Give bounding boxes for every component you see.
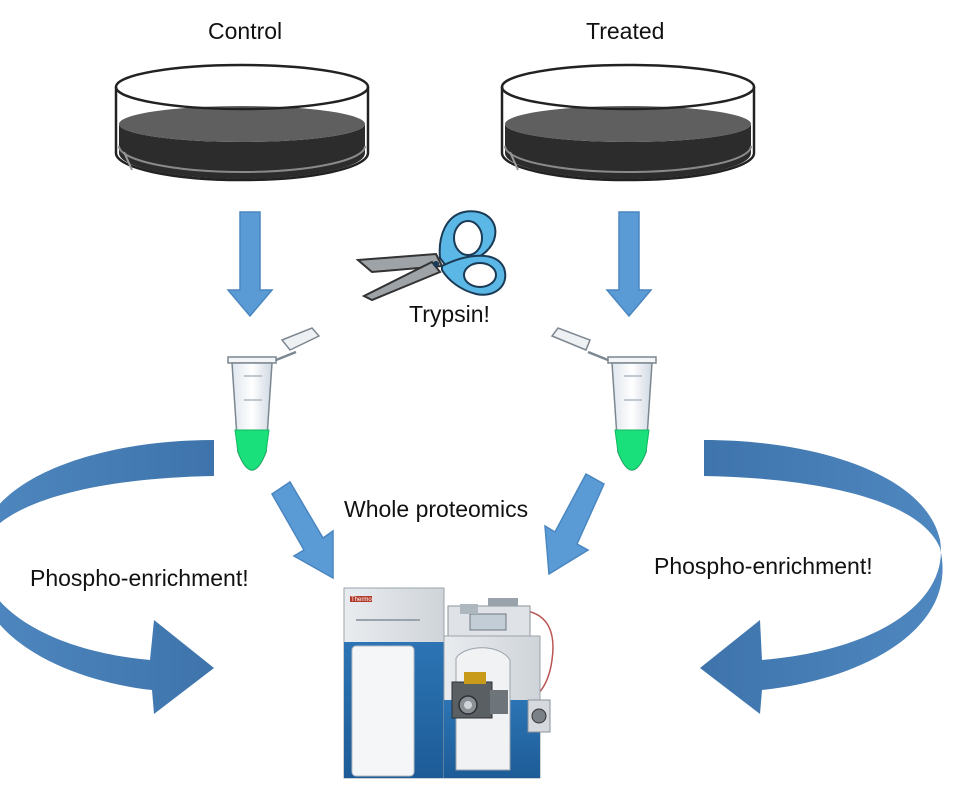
mass-spectrometer-icon: Thermo <box>343 587 554 779</box>
down-arrow-right <box>605 211 653 318</box>
whole-proteomics-label: Whole proteomics <box>344 496 529 522</box>
diagonal-arrow-right <box>544 472 605 576</box>
trypsin-label: Trypsin! <box>409 301 490 327</box>
petri-dish-icon <box>114 63 370 182</box>
instrument-brand-text: Thermo <box>351 597 372 603</box>
scissors-icon <box>355 210 507 302</box>
down-arrow-left <box>226 211 274 318</box>
phospho-enrichment-right-label: Phospho-enrichment! <box>654 553 873 579</box>
petri-dish-icon <box>500 63 756 182</box>
phospho-enrichment-left-label: Phospho-enrichment! <box>30 565 249 591</box>
diagonal-arrow-left <box>271 480 334 580</box>
curved-arrow-right <box>700 440 943 714</box>
microcentrifuge-tube-icon <box>550 327 657 471</box>
control-label: Control <box>208 18 283 44</box>
microcentrifuge-tube-icon <box>227 327 321 471</box>
treated-label: Treated <box>586 18 665 44</box>
curved-arrow-left <box>0 440 214 714</box>
